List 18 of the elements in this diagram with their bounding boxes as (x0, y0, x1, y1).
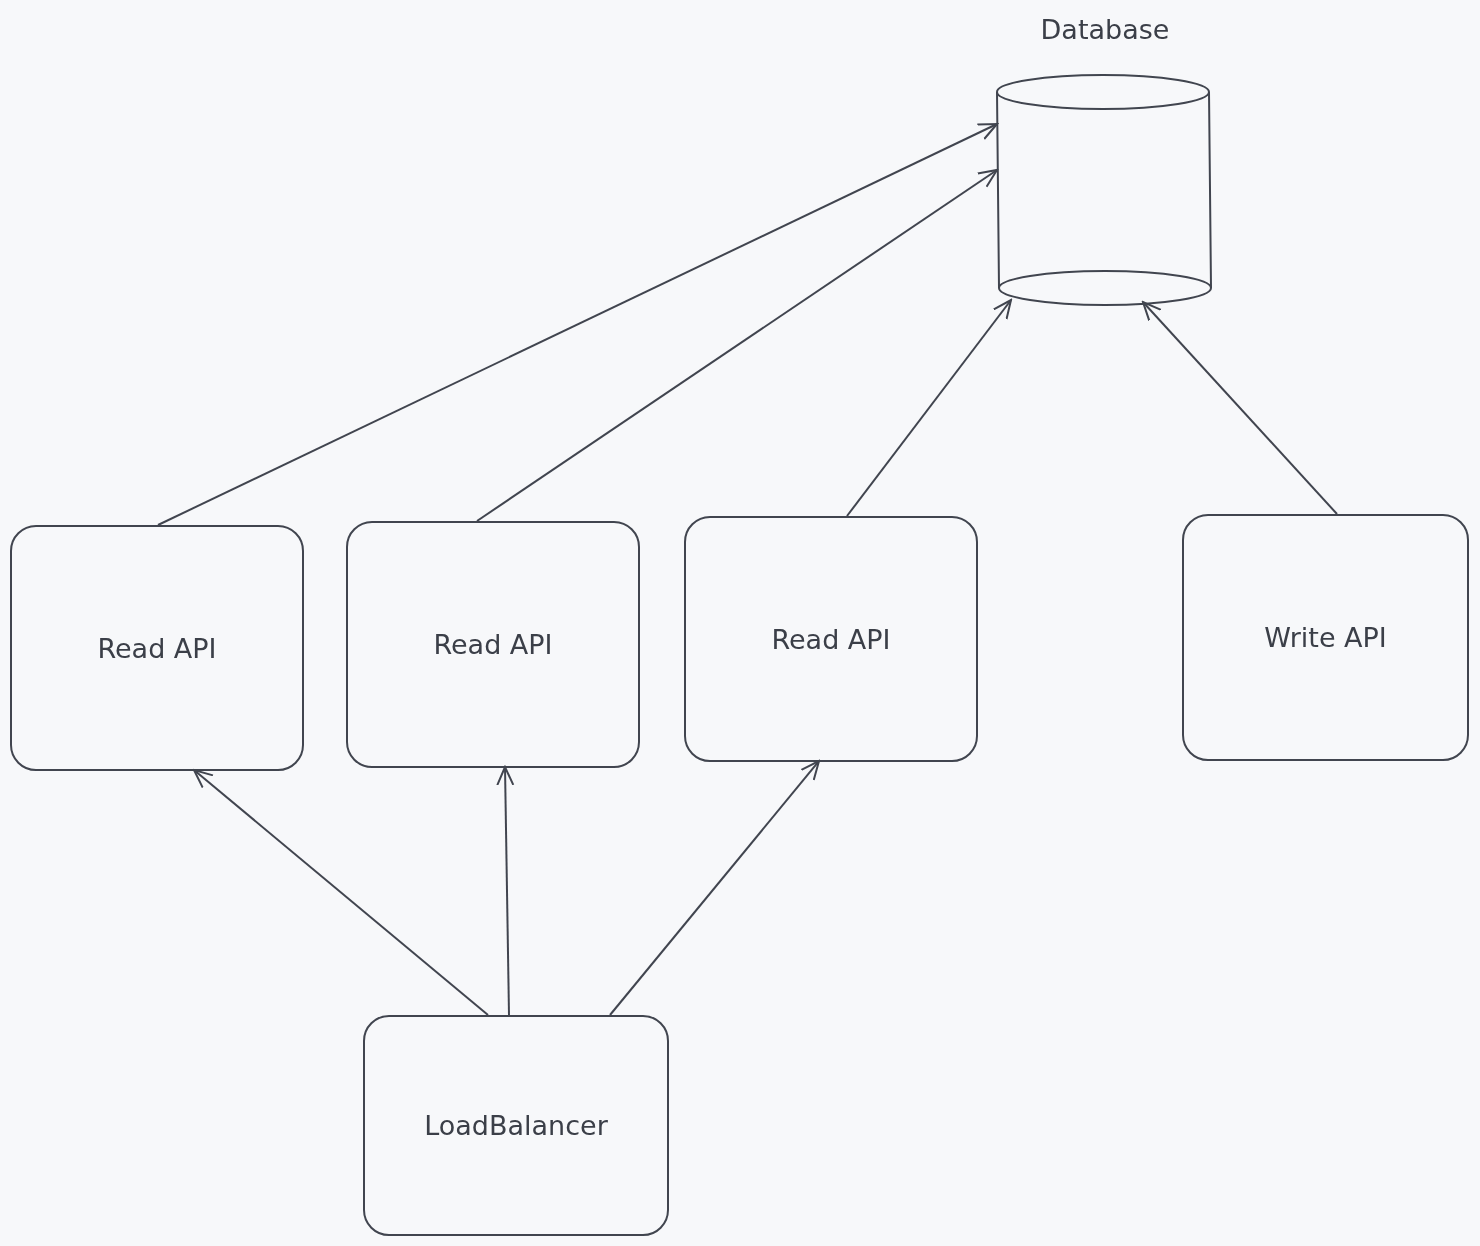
arrow (157, 123, 998, 526)
process-box (346, 521, 640, 768)
node-label: Read API (433, 629, 553, 660)
arrow (609, 760, 820, 1016)
node-label: Read API (97, 632, 217, 664)
arrow (846, 299, 1012, 517)
node-heading: Database (1040, 14, 1170, 45)
arrow (496, 766, 515, 1016)
process-box (684, 516, 978, 762)
process-box (1182, 514, 1469, 761)
node-label: LoadBalancer (424, 1110, 608, 1141)
arrow (193, 769, 489, 1016)
arrow (1142, 301, 1338, 515)
process-box (363, 1015, 669, 1236)
process-box (10, 525, 304, 771)
node-label: Read API (771, 623, 891, 655)
node-label: Write API (1264, 622, 1387, 653)
arrow (476, 169, 998, 522)
